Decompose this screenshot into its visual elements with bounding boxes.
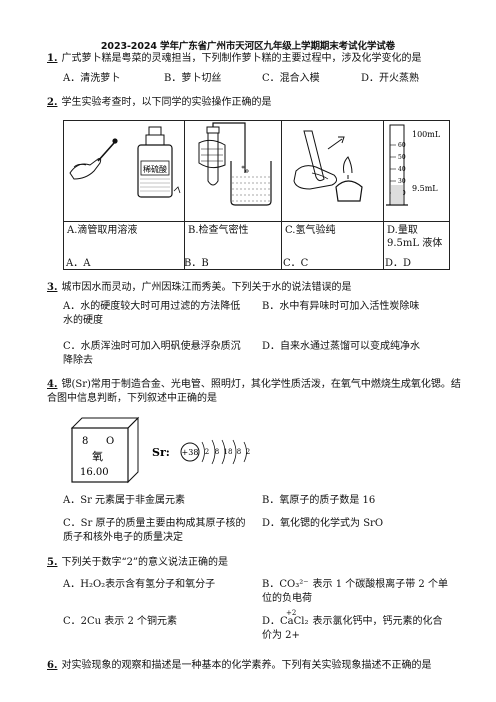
figure-c-hydrogen-purity — [281, 120, 384, 222]
q1-option-d: D．开火蒸熟 — [361, 73, 420, 84]
figure-c-label: C.氢气验纯 — [281, 220, 384, 271]
question-3: 3.城市因水而灵动，广州因珠江而秀美。下列关于水的说法错误的是 — [47, 281, 457, 295]
figure-b-airtight-check — [184, 120, 282, 222]
question-stem: 锶(Sr)常用于制造合金、光电管、照明灯，其化学性质活泼，在氧气中燃烧生成氧化锶… — [47, 379, 461, 404]
carbonate-formula: CO₃²⁻ — [279, 579, 309, 590]
q3-option-b: B．水中有异味时可加入活性炭除味 — [262, 301, 420, 312]
electron-shell: 8 — [237, 448, 241, 456]
q4-option-a: A．Sr 元素属于非金属元素 — [63, 495, 186, 506]
q5-option-b: B．CO₃²⁻表示 1 个碳酸根离子带 2 个单位的负电荷 — [262, 578, 452, 606]
electron-shell: 2 — [205, 448, 209, 456]
q3-option-c: C．水质浑浊时可加入明矾使悬浮杂质沉降除去 — [63, 341, 241, 366]
question-1: 1.广式萝卜糕是粤菜的灵魂担当，下列制作萝卜糕的主要过程中，涉及化学变化的是 — [47, 52, 457, 66]
question-stem: 下列关于数字“2”的意义说法正确的是 — [61, 557, 229, 568]
q3-option-d: D．自来水通过蒸馏可以变成纯净水 — [262, 341, 421, 352]
question-stem: 对实验现象的观察和描述是一种基本的化学素养。下列有关实验现象描述不正确的是 — [61, 660, 432, 671]
electron-shell: 2 — [246, 448, 250, 456]
option-letter: D． — [262, 616, 281, 627]
element-mass: 16.00 — [80, 467, 109, 478]
nucleus-charge: +38 — [182, 448, 199, 457]
cylinder-capacity: 100mL — [412, 130, 441, 139]
element-number: 8 — [82, 436, 88, 447]
figure-d-graduated-cylinder: 60 50 40 30 20 100mL 9.5mL — [383, 120, 450, 222]
figure-a-dropper: 稀硫酸 — [63, 120, 185, 222]
bottle-label: 稀硫酸 — [143, 164, 167, 174]
cylinder-tick: 40 — [398, 166, 406, 173]
q1-option-b: B．萝卜切丝 — [164, 73, 222, 84]
q4-option-b: B．氧原子的质子数是 16 — [262, 495, 376, 506]
element-name: 氧 — [92, 449, 103, 463]
question-2: 2.学生实验考查时，以下同学的实验操作正确的是 — [47, 96, 457, 110]
q2-option-d: D．D — [385, 258, 412, 269]
calcium-chloride-formula: CaCl₂ — [280, 616, 309, 627]
figure-b-label: B.检查气密性 — [184, 220, 282, 271]
cylinder-tick: 60 — [398, 142, 406, 149]
cylinder-tick: 50 — [398, 154, 406, 161]
question-stem: 学生实验考查时，以下同学的实验操作正确的是 — [61, 97, 272, 108]
q4-option-d: D．氧化锶的化学式为 SrO — [262, 518, 384, 529]
electron-shell: 18 — [224, 448, 233, 456]
page-title: 2023-2024 学年广东省广州市天河区九年级上学期期末考试化学试卷 — [100, 41, 396, 52]
figure-d-label: D.量取 9.5mL 液体 — [383, 220, 450, 271]
q1-option-a: A．清洗萝卜 — [63, 73, 121, 84]
question-5: 5.下列关于数字“2”的意义说法正确的是 — [47, 556, 457, 570]
electron-shell: 8 — [215, 448, 219, 456]
question-number: 6. — [47, 660, 58, 671]
question-number: 4. — [47, 379, 58, 390]
q2-option-c: C．C — [283, 258, 309, 269]
q4-figure: 8 O 氧 16.00 Sr: +38 2 8 18 8 2 — [66, 414, 316, 484]
option-text: 表示 1 个碳酸根离子带 2 个单位的负电荷 — [262, 579, 448, 604]
q1-option-c: C．混合入模 — [262, 73, 320, 84]
q2-option-b: B．B — [184, 258, 209, 269]
element-symbol: O — [106, 436, 114, 447]
q5-option-a: A．H₂O₂表示含有氢分子和氧分子 — [63, 579, 216, 590]
cylinder-tick: 30 — [398, 178, 406, 185]
q2-figure-table: 稀硫酸 — [63, 120, 450, 271]
q4-option-c: C．Sr 原子的质量主要由构成其原子核的质子和核外电子的质量决定 — [63, 518, 246, 543]
question-4: 4.锶(Sr)常用于制造合金、光电管、照明灯，其化学性质活泼，在氧气中燃烧生成氧… — [47, 378, 462, 406]
question-number: 5. — [47, 557, 58, 568]
question-number: 1. — [47, 53, 58, 64]
question-6: 6.对实验现象的观察和描述是一种基本的化学素养。下列有关实验现象描述不正确的是 — [47, 659, 467, 673]
valence-mark: +2 — [286, 609, 297, 617]
cylinder-reading: 9.5mL — [412, 184, 438, 193]
option-text: 表示氯化钙中，钙元素的化合价为 2+ — [262, 616, 443, 641]
q2-option-a: A．A — [66, 258, 91, 269]
question-number: 3. — [47, 282, 58, 293]
q3-option-a: A．水的硬度较大时可用过滤的方法降低水的硬度 — [63, 301, 241, 326]
option-letter: B． — [262, 579, 280, 590]
q5-option-c: C．2Cu 表示 2 个铜元素 — [63, 616, 178, 627]
question-stem: 广式萝卜糕是粤菜的灵魂担当，下列制作萝卜糕的主要过程中，涉及化学变化的是 — [61, 53, 422, 64]
atom-symbol: Sr: — [152, 446, 170, 459]
question-number: 2. — [47, 97, 58, 108]
question-stem: 城市因水而灵动，广州因珠江而秀美。下列关于水的说法错误的是 — [61, 282, 352, 293]
